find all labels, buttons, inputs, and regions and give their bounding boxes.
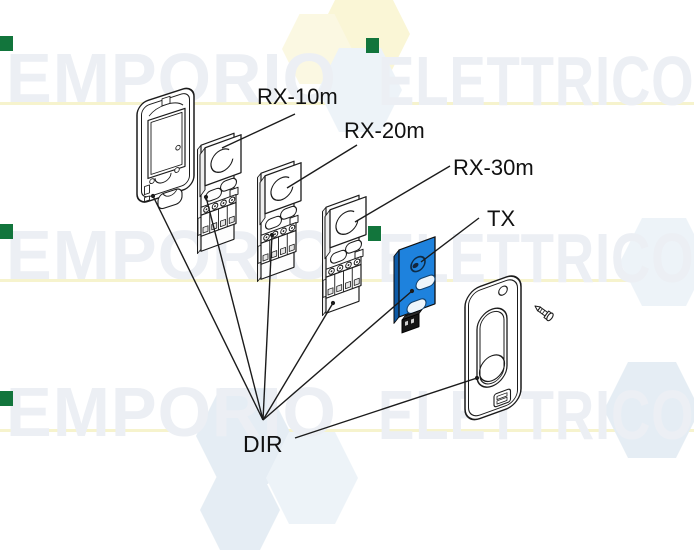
tx-board — [393, 236, 436, 334]
rx-10m-board — [196, 130, 242, 255]
label-dir: DIR — [243, 431, 283, 457]
label-tx: TX — [487, 206, 515, 231]
leader-lines — [152, 113, 480, 439]
screw — [534, 305, 554, 322]
label-rx-30m: RX-30m — [453, 155, 534, 180]
leader-dots — [150, 193, 480, 381]
label-rx-20m: RX-20m — [344, 118, 425, 143]
label-rx-10m: RX-10m — [257, 84, 338, 109]
rx-20m-board — [256, 158, 302, 283]
rx-30m-board — [321, 192, 367, 317]
back-housing — [136, 87, 195, 210]
front-cover — [464, 275, 522, 421]
part-labels: RX-10m RX-20m RX-30m TX DIR — [243, 84, 534, 457]
exploded-photocell-diagram: RX-10m RX-20m RX-30m TX DIR — [136, 84, 554, 457]
